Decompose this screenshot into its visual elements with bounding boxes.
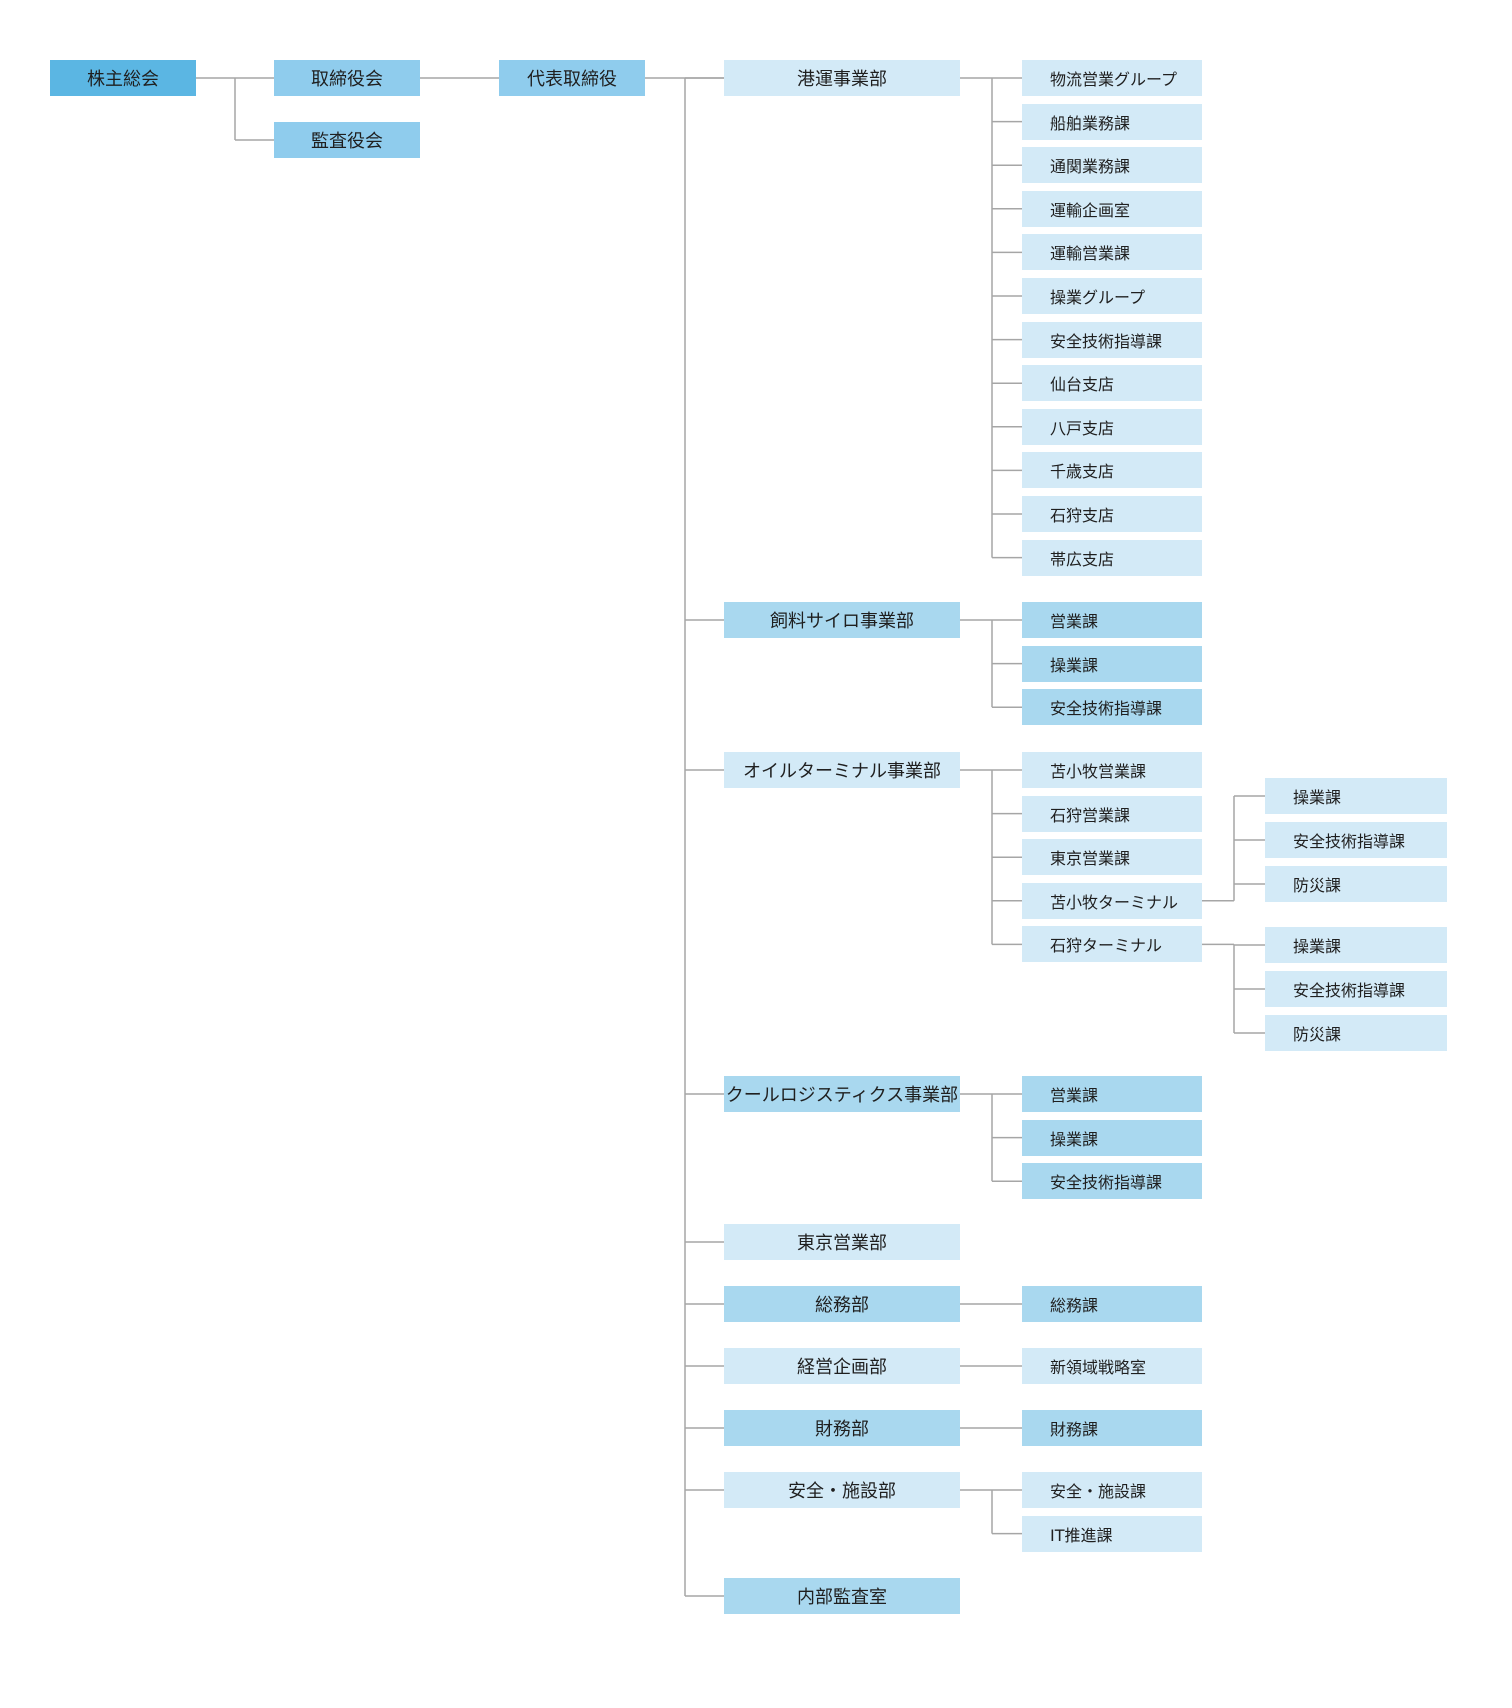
dept-box: 内部監査室 [724,1578,960,1614]
section-box: 物流営業グループ [1022,60,1202,96]
section-box: 八戸支店 [1022,409,1202,445]
section-box: 総務課 [1022,1286,1202,1322]
section-box: 苫小牧営業課 [1022,752,1202,788]
section-box: 石狩ターミナル [1022,926,1202,962]
dept-box: 財務部 [724,1410,960,1446]
node-audit-board: 監査役会 [274,122,420,158]
dept-box: 経営企画部 [724,1348,960,1384]
section-box: 新領域戦略室 [1022,1348,1202,1384]
subsection-box: 防災課 [1265,1015,1447,1051]
section-box: 財務課 [1022,1410,1202,1446]
dept-box: オイルターミナル事業部 [724,752,960,788]
section-box: 安全技術指導課 [1022,1163,1202,1199]
section-box: 操業課 [1022,1120,1202,1156]
section-box: 安全技術指導課 [1022,689,1202,725]
section-box: 仙台支店 [1022,365,1202,401]
section-box: 船舶業務課 [1022,104,1202,140]
section-box: 苫小牧ターミナル [1022,883,1202,919]
section-box: 石狩支店 [1022,496,1202,532]
section-box: 通関業務課 [1022,147,1202,183]
subsection-box: 操業課 [1265,778,1447,814]
node-representative-director: 代表取締役 [499,60,645,96]
section-box: 営業課 [1022,1076,1202,1112]
section-box: 帯広支店 [1022,540,1202,576]
dept-box: 東京営業部 [724,1224,960,1260]
dept-box: 安全・施設部 [724,1472,960,1508]
subsection-box: 操業課 [1265,927,1447,963]
dept-box: 総務部 [724,1286,960,1322]
subsection-box: 安全技術指導課 [1265,822,1447,858]
section-box: 運輸営業課 [1022,234,1202,270]
section-box: 操業課 [1022,646,1202,682]
section-box: 千歳支店 [1022,452,1202,488]
section-box: 石狩営業課 [1022,796,1202,832]
dept-box: クールロジスティクス事業部 [724,1076,960,1112]
section-box: 運輸企画室 [1022,191,1202,227]
subsection-box: 防災課 [1265,866,1447,902]
dept-box: 港運事業部 [724,60,960,96]
node-shareholders-meeting: 株主総会 [50,60,196,96]
section-box: IT推進課 [1022,1516,1202,1552]
node-board-of-directors: 取締役会 [274,60,420,96]
section-box: 安全技術指導課 [1022,322,1202,358]
dept-box: 飼料サイロ事業部 [724,602,960,638]
section-box: 操業グループ [1022,278,1202,314]
section-box: 安全・施設課 [1022,1472,1202,1508]
subsection-box: 安全技術指導課 [1265,971,1447,1007]
section-box: 東京営業課 [1022,839,1202,875]
section-box: 営業課 [1022,602,1202,638]
